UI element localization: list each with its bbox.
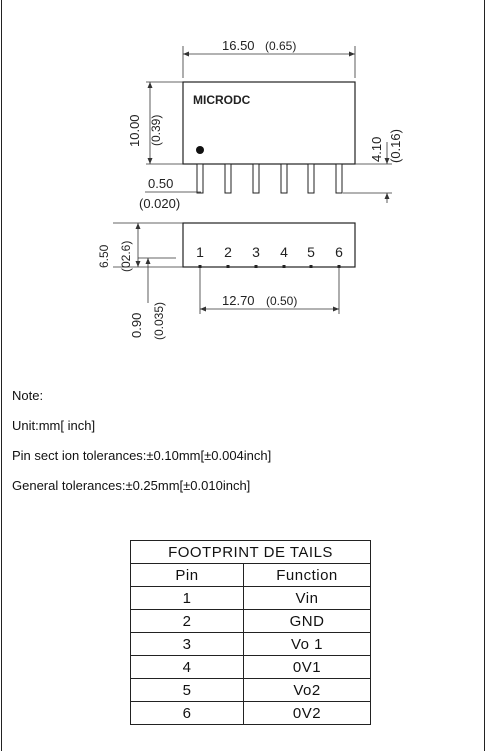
- pin-function-cell: Vo 1: [243, 632, 371, 656]
- arrowhead: [200, 306, 206, 312]
- arrowhead: [384, 193, 390, 199]
- pin-number-label: 3: [252, 244, 260, 260]
- note-general-tolerance: General tolerances:±0.25mm[±0.010inch]: [12, 478, 251, 493]
- lead-thickness-label: 0.50: [148, 176, 173, 191]
- arrowhead: [135, 223, 141, 229]
- column-header-pin: Pin: [130, 563, 244, 587]
- pin-position-dot: [226, 265, 230, 268]
- pin-number-cell: 3: [130, 632, 244, 656]
- pin-position-dot: [309, 265, 313, 268]
- pin-position-dot: [254, 265, 258, 268]
- note-heading: Note:: [12, 388, 44, 403]
- note-pin-tolerance: Pin sect ion tolerances:±0.10mm[±0.004in…: [12, 448, 272, 463]
- pin-number-label: 2: [224, 244, 232, 260]
- pin-span-inch-label: (0.50): [266, 294, 297, 308]
- pin-leads: [196, 163, 343, 194]
- module-body-bottom: [182, 222, 356, 268]
- pin-offset-label: 0.90: [129, 313, 144, 338]
- height-label: 10.00: [127, 114, 142, 147]
- length-inch-label: (0.65): [265, 39, 296, 53]
- pin-number-cell: 6: [130, 701, 244, 725]
- pin-number-cell: 1: [130, 586, 244, 610]
- arrowhead: [183, 51, 189, 57]
- pin-lead: [224, 163, 232, 194]
- pin-number-label: 6: [335, 244, 343, 260]
- pin-offset-inch-label: (0.035): [152, 302, 166, 340]
- pin-function-cell: 0V1: [243, 655, 371, 679]
- length-label: 16.50: [222, 38, 255, 53]
- pin-number-labels: 1 2 3 4 5 6: [196, 244, 343, 268]
- pin-function-cell: GND: [243, 609, 371, 633]
- pin-function-cell: 0V2: [243, 701, 371, 725]
- pin-lead: [335, 163, 343, 194]
- footprint-title: FOOTPRINT DE TAILS: [130, 540, 371, 564]
- arrowhead: [135, 261, 141, 267]
- module-body-side: [182, 81, 356, 165]
- lead-length-label: 4.10: [369, 137, 384, 162]
- pin-lead: [307, 163, 315, 194]
- pin-number-label: 1: [196, 244, 204, 260]
- pin-lead: [280, 163, 288, 194]
- depth-label: 6.50: [97, 244, 111, 268]
- arrowhead: [384, 158, 390, 164]
- pin1-marker-dot: [196, 146, 204, 154]
- brand-label: MICRODC: [193, 93, 251, 107]
- pin-position-dot: [282, 265, 286, 268]
- mechanical-drawing: 16.50 (0.65) MICRODC 10.00 (0.39) 0.50 (…: [97, 38, 403, 340]
- pin-number-cell: 5: [130, 678, 244, 702]
- arrowhead: [349, 51, 355, 57]
- lead-length-inch-label: (0.16): [388, 129, 403, 163]
- arrowhead: [147, 158, 153, 164]
- pin-number-cell: 2: [130, 609, 244, 633]
- pin-function-cell: Vin: [243, 586, 371, 610]
- lead-thickness-inch-label: (0.020): [139, 196, 180, 211]
- pin-position-dot: [198, 265, 202, 268]
- pin-position-dot: [337, 265, 341, 268]
- page-border-right: [484, 0, 485, 751]
- pin-number-label: 5: [307, 244, 315, 260]
- depth-inch-label: (02.6): [119, 241, 133, 272]
- arrowhead: [147, 82, 153, 88]
- pin-number-cell: 4: [130, 655, 244, 679]
- pin-function-cell: Vo2: [243, 678, 371, 702]
- arrowhead: [145, 258, 151, 264]
- pin-number-label: 4: [280, 244, 288, 260]
- page-border-left: [1, 0, 2, 751]
- pin-span-label: 12.70: [222, 293, 255, 308]
- height-inch-label: (0.39): [149, 115, 163, 146]
- pin-lead: [252, 163, 260, 194]
- column-header-function: Function: [243, 563, 371, 587]
- note-unit: Unit:mm[ inch]: [12, 418, 96, 433]
- pin-lead: [196, 163, 204, 194]
- arrowhead: [333, 306, 339, 312]
